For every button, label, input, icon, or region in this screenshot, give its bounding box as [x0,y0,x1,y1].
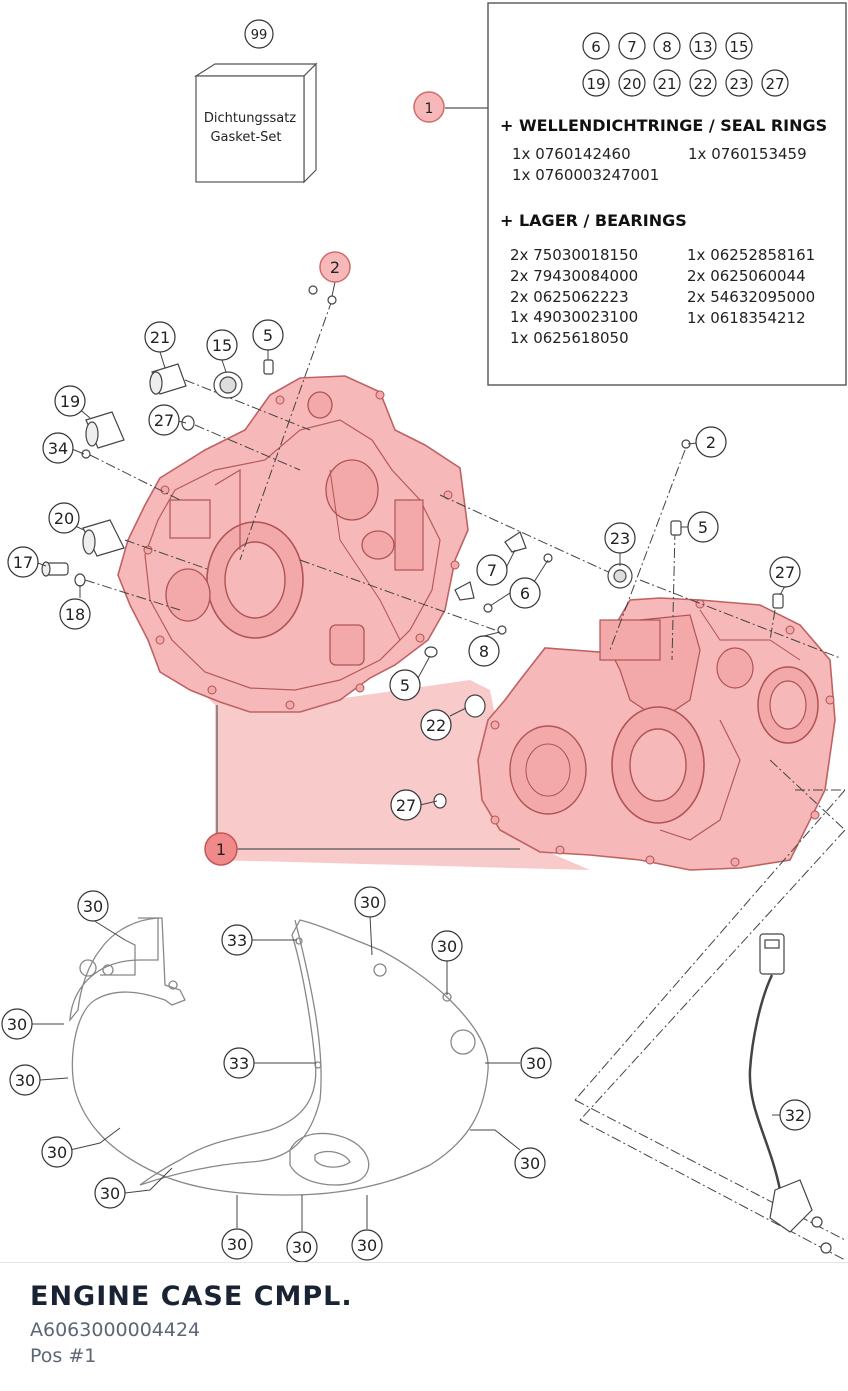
callout-30: 30 [437,937,457,956]
bearing-item: 2x 79430084000 [510,267,638,285]
callout-15: 15 [212,336,232,355]
kit-badge: 22 [693,75,712,93]
kit-badge: 13 [693,38,712,56]
kit-badge: 21 [657,75,676,93]
seal-ring-item: 1x 0760153459 [688,145,807,163]
callout-99: 99 [251,28,268,43]
callout-30: 30 [292,1238,312,1257]
left-crankcase-half [117,375,469,713]
gaskets [69,917,489,1196]
bearings-header: + LAGER / BEARINGS [500,211,687,230]
callout-30: 30 [47,1143,67,1162]
callout-5: 5 [698,518,708,537]
callout-32: 32 [785,1106,805,1125]
callout-33: 33 [229,1054,249,1073]
callout-30: 30 [15,1071,35,1090]
seal-rings-header: + WELLENDICHTRINGE / SEAL RINGS [500,116,827,135]
seal-ring-item: 1x 0760003247001 [512,166,659,184]
kit-badge: 15 [729,38,748,56]
kit-badge: 8 [662,38,672,56]
gasket-set-label-en: Gasket-Set [210,130,281,145]
callout-27: 27 [775,563,795,582]
kit-badge: 23 [729,75,748,93]
callout-33: 33 [227,931,247,950]
callout-30: 30 [100,1184,120,1203]
callout-30: 30 [7,1015,27,1034]
callout-1-case: 1 [216,840,226,859]
part-number: A6063000004424 [30,1319,201,1341]
callout-30: 30 [360,893,380,912]
bearing-item: 1x 0618354212 [687,309,806,327]
callout-19: 19 [60,392,80,411]
callout-22: 22 [426,716,446,735]
small-parts-left [41,285,784,809]
sensor-32 [748,933,832,1254]
callout-30: 30 [83,897,103,916]
seal-ring-item: 1x 0760142460 [512,145,631,163]
bearing-item: 1x 06252858161 [687,246,815,264]
right-crankcase-half [477,597,836,871]
kit-badge: 27 [765,75,784,93]
callout-2-highlight: 2 [330,258,340,277]
callout-2: 2 [706,433,716,452]
callout-23: 23 [610,529,630,548]
callout-20: 20 [54,509,74,528]
kit-badge: 6 [591,38,601,56]
callout-7: 7 [487,561,497,580]
callout-30: 30 [520,1154,540,1173]
callout-27: 27 [154,411,174,430]
callout-8: 8 [479,642,489,661]
bearing-item: 1x 49030023100 [510,308,638,326]
bearing-item: 2x 54632095000 [687,288,815,306]
callout-5: 5 [263,326,273,345]
bearing-item: 2x 0625062223 [510,288,629,306]
callout-21: 21 [150,328,170,347]
callout-30: 30 [526,1054,546,1073]
callout-30: 30 [357,1236,377,1255]
callout-6: 6 [520,584,530,603]
exploded-diagram: 99 Dichtungssatz Gasket-Set 1 6 7 8 13 1… [1,2,847,1262]
kit-contents-box: 1 6 7 8 13 15 19 20 21 22 23 27 + WELLEN [413,2,847,386]
bearing-item: 1x 0625618050 [510,329,629,347]
callout-34: 34 [48,439,68,458]
bearing-item: 2x 0625060044 [687,267,806,285]
kit-badge: 19 [586,75,605,93]
callout-18: 18 [65,605,85,624]
gasket-set-label-de: Dichtungssatz [204,111,296,126]
callout-1-kit: 1 [425,101,434,117]
part-title: ENGINE CASE CMPL. [30,1281,353,1312]
callout-30: 30 [227,1235,247,1254]
part-caption: ENGINE CASE CMPL. A6063000004424 Pos #1 [0,1262,848,1391]
bearing-item: 2x 75030018150 [510,246,638,264]
callout-17: 17 [13,553,33,572]
kit-badge: 7 [627,38,637,56]
callout-27: 27 [396,796,416,815]
gasket-set-box: 99 Dichtungssatz Gasket-Set [193,19,318,184]
callout-5: 5 [400,676,410,695]
part-position: Pos #1 [30,1345,97,1367]
kit-badge: 20 [622,75,641,93]
